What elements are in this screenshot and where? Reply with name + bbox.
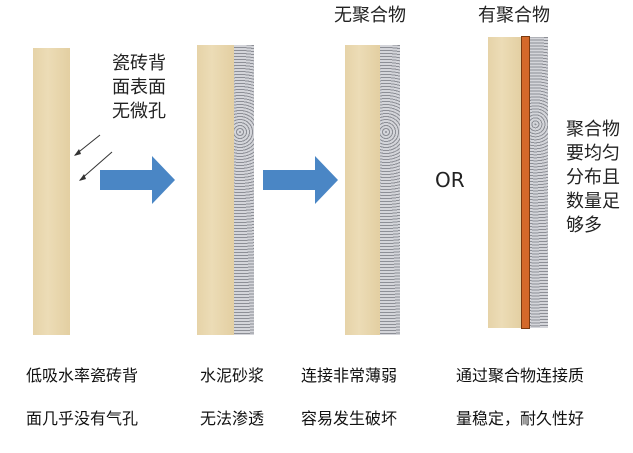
polymer-layer [521, 36, 530, 329]
caption-1-line-1: 低吸水率瓷砖背 [26, 366, 139, 385]
caption-4-line-2: 量稳定，耐久性好 [456, 409, 585, 428]
caption-3-line-2: 容易发生破坏 [301, 409, 398, 428]
polymer-note: 聚合物 要均匀 分布且 数量足 够多 [566, 118, 620, 238]
note-line: 分布且 [566, 167, 620, 188]
tile-note: 瓷砖背 面表面 无微孔 [112, 52, 166, 124]
caption-2-line-1: 水泥砂浆 [200, 366, 265, 385]
tile-strip-3 [345, 45, 380, 335]
note-line: 数量足 [566, 191, 620, 212]
title-with-polymer: 有聚合物 [478, 5, 550, 26]
pointer-arrows-icon [74, 134, 113, 181]
note-line: 无微孔 [112, 101, 166, 122]
tile-strip-2 [197, 45, 234, 335]
mortar-layer-2 [234, 45, 254, 335]
caption-4-line-1: 通过聚合物连接质 [456, 366, 585, 385]
caption-1-line-2: 面几乎没有气孔 [26, 409, 139, 428]
note-line: 面表面 [112, 77, 166, 98]
tile-strip-4 [488, 37, 522, 328]
note-line: 够多 [566, 215, 602, 236]
mortar-layer-3 [380, 45, 400, 335]
right-arrow-icon [100, 156, 175, 204]
right-arrow-icon [263, 156, 338, 204]
or-label: OR [435, 168, 465, 192]
note-line: 瓷砖背 [112, 53, 166, 74]
caption-3-line-1: 连接非常薄弱 [301, 366, 398, 385]
note-line: 聚合物 [566, 119, 620, 140]
mortar-layer-4 [530, 37, 548, 328]
note-line: 要均匀 [566, 143, 620, 164]
caption-2-line-2: 无法渗透 [200, 409, 265, 428]
tile-strip-1 [33, 48, 70, 335]
title-no-polymer: 无聚合物 [334, 5, 406, 26]
